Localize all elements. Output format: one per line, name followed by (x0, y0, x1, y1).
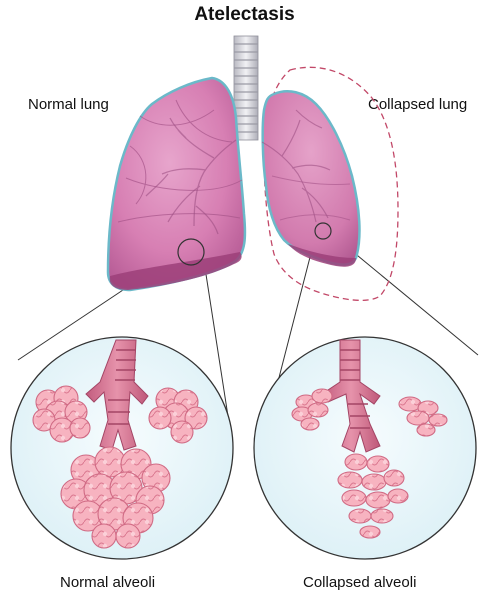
collapsed-lung (262, 67, 398, 300)
normal-lung (108, 78, 245, 290)
collapsed-alveoli-inset (254, 337, 476, 559)
normal-alveoli-inset (11, 337, 233, 559)
